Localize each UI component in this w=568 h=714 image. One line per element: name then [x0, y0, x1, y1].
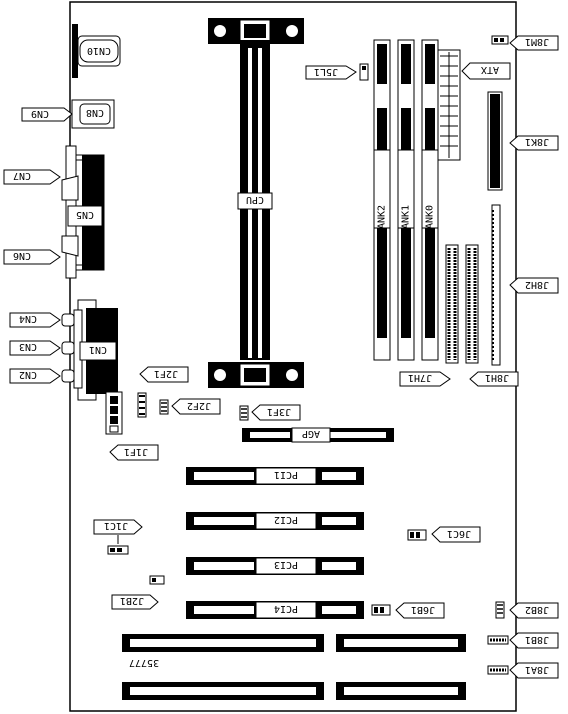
j8h2-header: J8H2 — [491, 204, 559, 366]
pci2-label: PCI2 — [274, 514, 298, 525]
part-number: 35777 — [129, 657, 159, 668]
pci4-slot: PCI4 — [186, 601, 364, 619]
cn10-label: CN10 — [87, 45, 111, 56]
cn4-label: CN4 — [19, 313, 37, 324]
cn3-label: CN3 — [19, 341, 37, 352]
board-outline — [69, 1, 517, 712]
isa-slot-1 — [122, 634, 466, 652]
j5l1-jumper: J5L1 — [305, 63, 369, 81]
j8h1-header: J8H1 — [465, 244, 519, 387]
j2f1-jumper: J2F1 — [137, 366, 189, 418]
cpu-slot: CPU — [208, 18, 304, 388]
dimm-bank-0: BANK0 — [421, 39, 439, 361]
j8h1-label: J8H1 — [485, 372, 509, 383]
j8k1-header: J8K1 — [487, 91, 559, 191]
j6c1-jumper: J6C1 — [407, 526, 481, 543]
cn7-label: CN7 — [13, 170, 31, 181]
cn1-label: CN1 — [89, 344, 107, 355]
pci4-label: PCI4 — [274, 603, 298, 614]
pci3-label: PCI3 — [274, 559, 298, 570]
cn5-label: CN5 — [76, 209, 94, 220]
j2f2-label: J2F2 — [187, 400, 211, 411]
j6b1-label: J6B1 — [411, 604, 435, 615]
j8m1-header: J8M1 — [491, 35, 559, 51]
j5l1-label: J5L1 — [314, 66, 338, 77]
j2b1-label: J2B1 — [120, 595, 144, 606]
j7h1-header: J7H1 — [399, 244, 459, 387]
cn1-cn2-cn3-cn4-connectors: CN1 CN4 CN3 CN2 — [9, 299, 118, 401]
j1f1-header: J1F1 — [105, 391, 159, 461]
j8a1-label: J8A1 — [525, 664, 549, 675]
j6c1-label: J6C1 — [447, 528, 471, 539]
j8k1-label: J8K1 — [525, 136, 549, 147]
j8b2-label: J8B2 — [525, 604, 549, 615]
pci1-slot: PCI1 — [186, 467, 364, 485]
cn8-label: CN8 — [86, 107, 104, 118]
cn2-label: CN2 — [19, 369, 37, 380]
j1c1-jumper: J1C1 — [93, 519, 143, 555]
pci2-slot: PCI2 — [186, 512, 364, 530]
j2f2-jumper: J2F2 — [159, 398, 221, 415]
bank0-label: BANK0 — [425, 205, 436, 235]
agp-label: AGP — [302, 428, 320, 439]
j8b1-header: J8B1 — [487, 632, 559, 649]
pci3-slot: PCI3 — [186, 557, 364, 575]
j3f1-label: J3F1 — [267, 406, 291, 417]
cn5-cn6-cn7-connectors: CN5 CN7 CN6 — [3, 145, 105, 279]
bank2-label: BANK2 — [377, 205, 388, 235]
j8b1-label: J8B1 — [525, 634, 549, 645]
dimm-bank-2: BANK2 — [373, 39, 391, 361]
j6b1-jumper: J6B1 — [371, 602, 445, 619]
j2b1-jumper: J2B1 — [111, 575, 165, 610]
cn10-connector: CN10 — [72, 24, 121, 78]
cn8-cn9-connector: CN8 CN9 — [21, 99, 115, 129]
pci1-label: PCI1 — [274, 469, 298, 480]
j1c1-label: J1C1 — [104, 520, 128, 531]
cn9-label: CN9 — [31, 108, 49, 119]
dimm-bank-1: BANK1 — [397, 39, 415, 361]
atx-connector: ATX — [437, 49, 511, 161]
atx-label: ATX — [481, 64, 499, 75]
cpu-label: CPU — [246, 194, 264, 205]
cn6-label: CN6 — [13, 250, 31, 261]
bank1-label: BANK1 — [401, 205, 412, 235]
j8a1-header: J8A1 — [487, 662, 559, 679]
isa-slot-2 — [122, 682, 466, 700]
agp-slot: AGP — [242, 427, 394, 443]
j8h2-label: J8H2 — [525, 279, 549, 290]
j8m1-label: J8M1 — [525, 36, 549, 47]
j7h1-label: J7H1 — [408, 372, 432, 383]
j3f1-jumper: J3F1 — [239, 404, 301, 421]
j1f1-label: J1F1 — [124, 446, 148, 457]
j2f1-label: J2F1 — [154, 368, 178, 379]
j8b2-jumper: J8B2 — [495, 601, 559, 619]
